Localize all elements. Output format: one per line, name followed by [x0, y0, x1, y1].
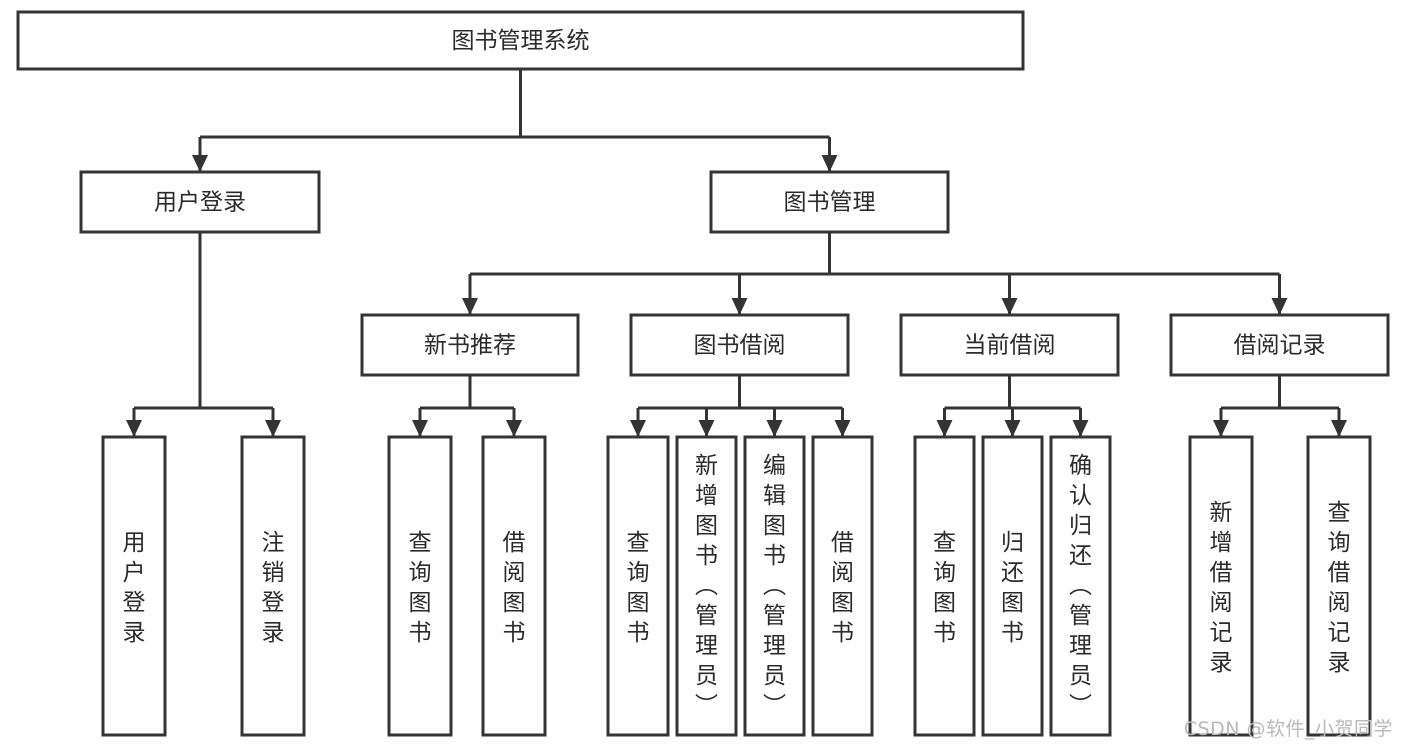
node-current-borrow-box[interactable] [899, 313, 1120, 377]
node-leaf-return-book-box[interactable] [981, 435, 1044, 737]
book-management-to-level3-arrowhead-icon-0 [462, 298, 478, 315]
node-leaf-query-book-3-label: 查询图书 [933, 530, 956, 646]
book-management-to-level3-arrowhead-icon-2 [1001, 298, 1018, 315]
book-borrow-to-leaves-arrowhead-icon-0 [630, 420, 646, 437]
node-leaf-query-borrow-record-label: 查询借阅记录 [1328, 500, 1351, 676]
node-leaf-add-borrow-record-label: 新增借阅记录 [1210, 500, 1233, 676]
current-borrow-to-leaves-arrowhead-icon-1 [1004, 420, 1021, 437]
book-borrow-to-leaves-arrowhead-icon-2 [766, 420, 783, 437]
node-leaf-query-book-2[interactable]: 查询图书 [606, 435, 670, 737]
node-leaf-user-logout-label: 注销登录 [262, 530, 285, 646]
node-layer: 图书管理系统用户登录图书管理新书推荐图书借阅当前借阅借阅记录用户登录注销登录查询… [16, 10, 1390, 737]
book-borrow-to-leaves-arrowhead-icon-3 [834, 420, 851, 437]
user-login-to-leaves-arrowhead-icon-0 [126, 420, 142, 437]
new-book-recommend-to-leaves-arrowhead-icon-0 [412, 420, 428, 437]
node-leaf-borrow-book-1-box[interactable] [481, 435, 547, 737]
user-login-to-leaves-arrowhead-icon-1 [265, 420, 281, 437]
node-leaf-add-book-admin-box[interactable] [675, 435, 738, 737]
node-leaf-confirm-return-admin[interactable]: 确认归还︵管理员︶ [1049, 435, 1112, 737]
root-to-level2-arrowhead-icon-0 [192, 155, 208, 172]
node-user-login-box[interactable] [79, 170, 321, 234]
node-new-book-recommend[interactable]: 新书推荐 [360, 313, 580, 377]
node-book-borrow-box[interactable] [629, 313, 850, 377]
node-leaf-user-logout[interactable]: 注销登录 [240, 435, 306, 737]
root-node-book-management-system[interactable]: 图书管理系统 [16, 10, 1025, 71]
node-new-book-recommend-box[interactable] [360, 313, 580, 377]
node-leaf-borrow-book-2-label: 借阅图书 [831, 530, 854, 646]
node-current-borrow-label: 当前借阅 [964, 333, 1056, 359]
node-leaf-query-borrow-record[interactable]: 查询借阅记录 [1306, 435, 1372, 737]
root-node-book-management-system-label: 图书管理系统 [452, 28, 590, 54]
node-current-borrow[interactable]: 当前借阅 [899, 313, 1120, 377]
node-leaf-edit-book-admin[interactable]: 编辑图书︵管理员︶ [743, 435, 806, 737]
node-leaf-query-book-1-label: 查询图书 [409, 530, 432, 646]
root-node-book-management-system-box[interactable] [16, 10, 1025, 71]
node-leaf-add-borrow-record[interactable]: 新增借阅记录 [1188, 435, 1254, 737]
book-management-to-level3-arrowhead-icon-1 [731, 298, 748, 315]
node-leaf-confirm-return-admin-box[interactable] [1049, 435, 1112, 737]
node-leaf-add-borrow-record-box[interactable] [1188, 435, 1254, 737]
node-new-book-recommend-label: 新书推荐 [424, 333, 516, 359]
node-leaf-edit-book-admin-label: 编辑图书︵管理员︶ [763, 453, 786, 719]
node-leaf-borrow-book-1[interactable]: 借阅图书 [481, 435, 547, 737]
node-leaf-add-book-admin[interactable]: 新增图书︵管理员︶ [675, 435, 738, 737]
node-borrow-record[interactable]: 借阅记录 [1169, 313, 1390, 377]
node-leaf-borrow-book-1-label: 借阅图书 [503, 530, 526, 646]
node-leaf-user-login[interactable]: 用户登录 [101, 435, 167, 737]
node-leaf-query-book-3-box[interactable] [913, 435, 976, 737]
node-leaf-edit-book-admin-box[interactable] [743, 435, 806, 737]
node-book-management-box[interactable] [709, 170, 950, 234]
node-leaf-return-book[interactable]: 归还图书 [981, 435, 1044, 737]
node-book-borrow-label: 图书借阅 [694, 333, 786, 359]
node-leaf-user-login-label: 用户登录 [123, 530, 146, 646]
node-leaf-borrow-book-2[interactable]: 借阅图书 [811, 435, 874, 737]
node-user-login-label: 用户登录 [154, 190, 246, 216]
node-leaf-confirm-return-admin-label: 确认归还︵管理员︶ [1069, 453, 1092, 719]
new-book-recommend-to-leaves-arrowhead-icon-1 [506, 420, 522, 437]
node-borrow-record-label: 借阅记录 [1234, 333, 1326, 359]
node-leaf-query-book-2-label: 查询图书 [627, 530, 650, 646]
node-user-login[interactable]: 用户登录 [79, 170, 321, 234]
node-book-borrow[interactable]: 图书借阅 [629, 313, 850, 377]
node-leaf-borrow-book-2-box[interactable] [811, 435, 874, 737]
node-book-management-label: 图书管理 [784, 190, 876, 216]
borrow-record-to-leaves-arrowhead-icon-1 [1331, 420, 1347, 437]
node-leaf-user-login-box[interactable] [101, 435, 167, 737]
node-leaf-query-book-1[interactable]: 查询图书 [387, 435, 453, 737]
node-leaf-user-logout-box[interactable] [240, 435, 306, 737]
connector-layer [126, 69, 1347, 437]
node-book-management[interactable]: 图书管理 [709, 170, 950, 234]
book-management-to-level3-arrowhead-icon-3 [1271, 298, 1288, 315]
borrow-record-to-leaves-arrowhead-icon-0 [1213, 420, 1229, 437]
node-leaf-query-book-2-box[interactable] [606, 435, 670, 737]
node-leaf-add-book-admin-label: 新增图书︵管理员︶ [695, 453, 718, 719]
book-borrow-to-leaves-arrowhead-icon-1 [698, 420, 715, 437]
node-borrow-record-box[interactable] [1169, 313, 1390, 377]
node-leaf-query-book-3[interactable]: 查询图书 [913, 435, 976, 737]
node-leaf-query-borrow-record-box[interactable] [1306, 435, 1372, 737]
node-leaf-query-book-1-box[interactable] [387, 435, 453, 737]
root-to-level2-arrowhead-icon-1 [821, 155, 838, 172]
node-leaf-return-book-label: 归还图书 [1001, 530, 1024, 646]
current-borrow-to-leaves-arrowhead-icon-2 [1072, 420, 1089, 437]
current-borrow-to-leaves-arrowhead-icon-0 [936, 420, 953, 437]
